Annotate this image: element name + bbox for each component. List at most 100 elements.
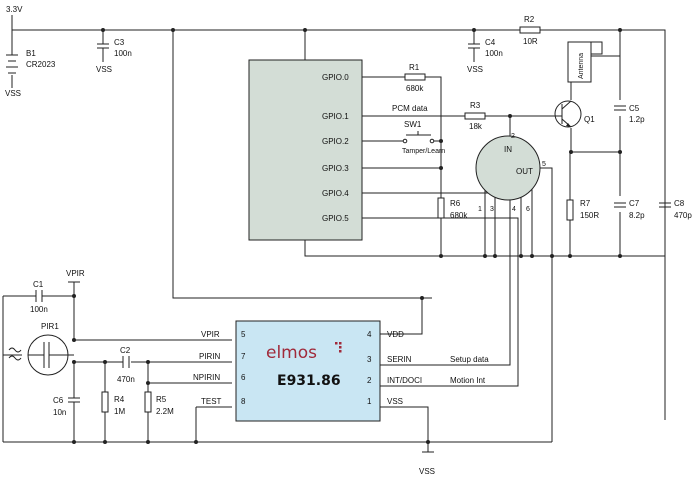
svg-text:INT/DOCI: INT/DOCI <box>387 376 422 385</box>
svg-text:2: 2 <box>511 133 515 140</box>
svg-text:7: 7 <box>241 352 246 361</box>
capacitor-c5 <box>614 105 626 111</box>
junctions <box>72 28 622 444</box>
capacitor-c2 <box>122 356 130 368</box>
switch-sw1 <box>402 131 435 144</box>
setup-data-label: Setup data <box>450 355 489 364</box>
capacitor-c8 <box>659 202 671 208</box>
svg-text:5: 5 <box>542 161 546 168</box>
c3-ref: C3 <box>114 38 125 47</box>
c7-ref: C7 <box>629 199 640 208</box>
vcc-label: 3.3V <box>6 5 23 14</box>
svg-text:PIRIN: PIRIN <box>199 352 221 361</box>
c1-value: 100n <box>30 305 48 314</box>
c2-ref: C2 <box>120 346 131 355</box>
mcu-pins: GPIO.0 GPIO.1 GPIO.2 GPIO.3 GPIO.4 GPIO.… <box>322 73 349 223</box>
c4-ref: C4 <box>485 38 496 47</box>
c5-value: 1.2p <box>629 115 645 124</box>
pcm-data-label: PCM data <box>392 104 428 113</box>
svg-text:VSS: VSS <box>387 397 403 406</box>
chip-left-pins: VPIR 5 PIRIN 7 NPIRIN 6 TEST 8 <box>193 330 246 406</box>
capacitor-c3 <box>97 43 109 49</box>
chip-right-pins: 4 VDD 3 SERIN 2 INT/DOCI 1 VSS <box>367 330 422 406</box>
rf-module <box>475 135 541 201</box>
r1-ref: R1 <box>409 63 420 72</box>
r3-ref: R3 <box>470 101 481 110</box>
svg-text:VPIR: VPIR <box>201 330 220 339</box>
capacitor-c7 <box>614 202 626 208</box>
r6-ref: R6 <box>450 199 461 208</box>
r6-value: 680k <box>450 211 468 220</box>
svg-text:TEST: TEST <box>201 397 222 406</box>
wires <box>2 29 666 452</box>
r4-ref: R4 <box>114 395 125 404</box>
rf-pin-numbers: 1 2 3 4 5 6 <box>478 133 546 213</box>
c5-ref: C5 <box>629 104 640 113</box>
c4-value: 100n <box>485 49 503 58</box>
elmos-logo-mark <box>335 342 342 353</box>
gpio0-label: GPIO.0 <box>322 73 349 82</box>
elmos-chip <box>235 320 381 422</box>
b1-value: CR2023 <box>26 60 56 69</box>
c2-value: 470n <box>117 375 135 384</box>
r4-value: 1M <box>114 407 125 416</box>
antenna-box <box>567 41 592 83</box>
r1-value: 680k <box>406 84 424 93</box>
resistor-r5 <box>144 391 152 413</box>
transistor-q1 <box>552 100 582 128</box>
resistor-r2 <box>519 26 541 34</box>
c7-value: 8.2p <box>629 211 645 220</box>
resistor-r6 <box>437 197 445 219</box>
vss-label-c4: VSS <box>467 65 483 74</box>
q1-ref: Q1 <box>584 115 595 124</box>
svg-text:4: 4 <box>512 206 516 213</box>
r7-value: 150R <box>580 211 599 220</box>
chip-part: E931.86 <box>277 373 341 389</box>
vss-label-b1: VSS <box>5 89 21 98</box>
c8-ref: C8 <box>674 199 685 208</box>
c6-value: 10n <box>53 408 66 417</box>
antenna-label: Antenna <box>578 53 585 79</box>
rf-in-label: IN <box>504 145 512 154</box>
resistor-r1 <box>404 73 426 81</box>
pir-sensor <box>8 334 74 376</box>
svg-text:1: 1 <box>367 397 372 406</box>
svg-text:6: 6 <box>241 373 246 382</box>
r5-ref: R5 <box>156 395 167 404</box>
gpio5-label: GPIO.5 <box>322 214 349 223</box>
r2-value: 10R <box>523 37 538 46</box>
gpio4-label: GPIO.4 <box>322 189 349 198</box>
svg-text:8: 8 <box>241 397 246 406</box>
r2-ref: R2 <box>524 15 535 24</box>
resistor-r4 <box>101 391 109 413</box>
mcu-block <box>248 59 363 241</box>
c1-ref: C1 <box>33 280 44 289</box>
capacitor-c1 <box>35 290 43 302</box>
c6-ref: C6 <box>53 396 64 405</box>
chip-brand: elmos <box>266 343 317 363</box>
svg-text:4: 4 <box>367 330 372 339</box>
motion-int-label: Motion Int <box>450 376 486 385</box>
r5-value: 2.2M <box>156 407 174 416</box>
gpio3-label: GPIO.3 <box>322 164 349 173</box>
svg-text:6: 6 <box>526 206 530 213</box>
r3-value: 18k <box>469 122 483 131</box>
svg-text:SERIN: SERIN <box>387 355 412 364</box>
sw1-ref: SW1 <box>404 120 422 129</box>
resistor-r3 <box>464 112 486 120</box>
svg-text:NPIRIN: NPIRIN <box>193 373 220 382</box>
svg-text:3: 3 <box>490 206 494 213</box>
svg-text:VDD: VDD <box>387 330 404 339</box>
svg-text:1: 1 <box>478 206 482 213</box>
r7-ref: R7 <box>580 199 591 208</box>
pir1-ref: PIR1 <box>41 322 59 331</box>
capacitor-c6 <box>68 397 80 403</box>
vss-label-c3: VSS <box>96 65 112 74</box>
vpir-label: VPIR <box>66 269 85 278</box>
svg-text:3: 3 <box>367 355 372 364</box>
gpio1-label: GPIO.1 <box>322 112 349 121</box>
rf-out-label: OUT <box>516 167 533 176</box>
resistor-r7 <box>566 199 574 221</box>
sw1-value: Tamper/Learn <box>402 148 445 155</box>
